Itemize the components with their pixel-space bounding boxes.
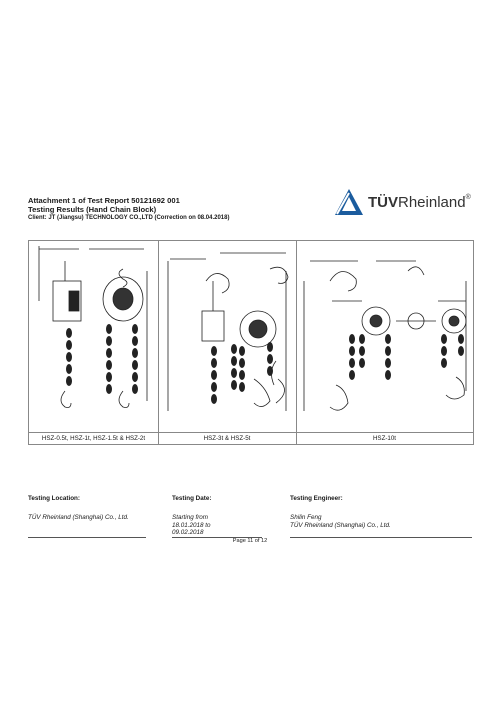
report-header: Attachment 1 of Test Report 50121692 001… xyxy=(28,196,328,223)
hoist-drawing-medium xyxy=(167,252,289,411)
testing-date-line: 18.01.2018 to xyxy=(172,521,211,529)
drawing-panel-small: HSZ-0.5t, HSZ-1t, HSZ-1.5t & HSZ-2t xyxy=(29,241,159,444)
testing-location-value: TÜV Rheinland (Shanghai) Co., Ltd. xyxy=(28,514,129,521)
report-title: Attachment 1 of Test Report 50121692 001 xyxy=(28,196,180,205)
panel-caption: HSZ-0.5t, HSZ-1t, HSZ-1.5t & HSZ-2t xyxy=(29,432,158,444)
signature-line xyxy=(290,537,472,538)
logo-tuv: TÜV xyxy=(368,193,398,211)
hoist-drawing-large xyxy=(303,260,467,411)
testing-engineer-label: Testing Engineer: xyxy=(290,495,343,502)
testing-engineer-line: TÜV Rheinland (Shanghai) Co., Ltd. xyxy=(290,521,391,529)
drawing-panel-large: HSZ-10t xyxy=(296,241,473,444)
tuv-triangle-icon xyxy=(335,189,363,215)
testing-engineer: Testing Engineer: Shilin Feng TÜV Rheinl… xyxy=(290,495,470,529)
testing-date-line: 09.02.2018 xyxy=(172,529,204,536)
technical-drawings: HSZ-0.5t, HSZ-1t, HSZ-1.5t & HSZ-2t xyxy=(28,240,474,445)
logo-rheinland: Rheinland xyxy=(398,193,466,211)
page-number: Page 11 of 12 xyxy=(232,538,268,544)
testing-location-label: Testing Location: xyxy=(28,495,81,502)
logo-wordmark: TÜVRheinland® xyxy=(368,194,471,211)
panel-caption: HSZ-3t & HSZ-5t xyxy=(158,432,296,444)
client-line: Client: JT (Jiangsu) TECHNOLOGY CO.,LTD … xyxy=(28,215,230,221)
signature-line xyxy=(172,537,262,538)
hoist-drawing-small xyxy=(38,246,148,408)
drawing-panel-medium: HSZ-3t & HSZ-5t xyxy=(158,241,297,444)
report-subtitle: Testing Results (Hand Chain Block) xyxy=(28,205,157,214)
testing-date-line: Starting from xyxy=(172,514,209,521)
logo-registered-mark: ® xyxy=(465,193,471,201)
tuv-logo: TÜVRheinland® xyxy=(334,188,471,216)
testing-engineer-line: Shilin Feng xyxy=(290,514,322,521)
panel-caption: HSZ-10t xyxy=(296,432,473,444)
signature-line xyxy=(28,537,146,538)
testing-date: Testing Date: Starting from 18.01.2018 t… xyxy=(172,495,262,537)
testing-location: Testing Location: TÜV Rheinland (Shangha… xyxy=(28,495,178,522)
testing-date-label: Testing Date: xyxy=(172,495,212,502)
